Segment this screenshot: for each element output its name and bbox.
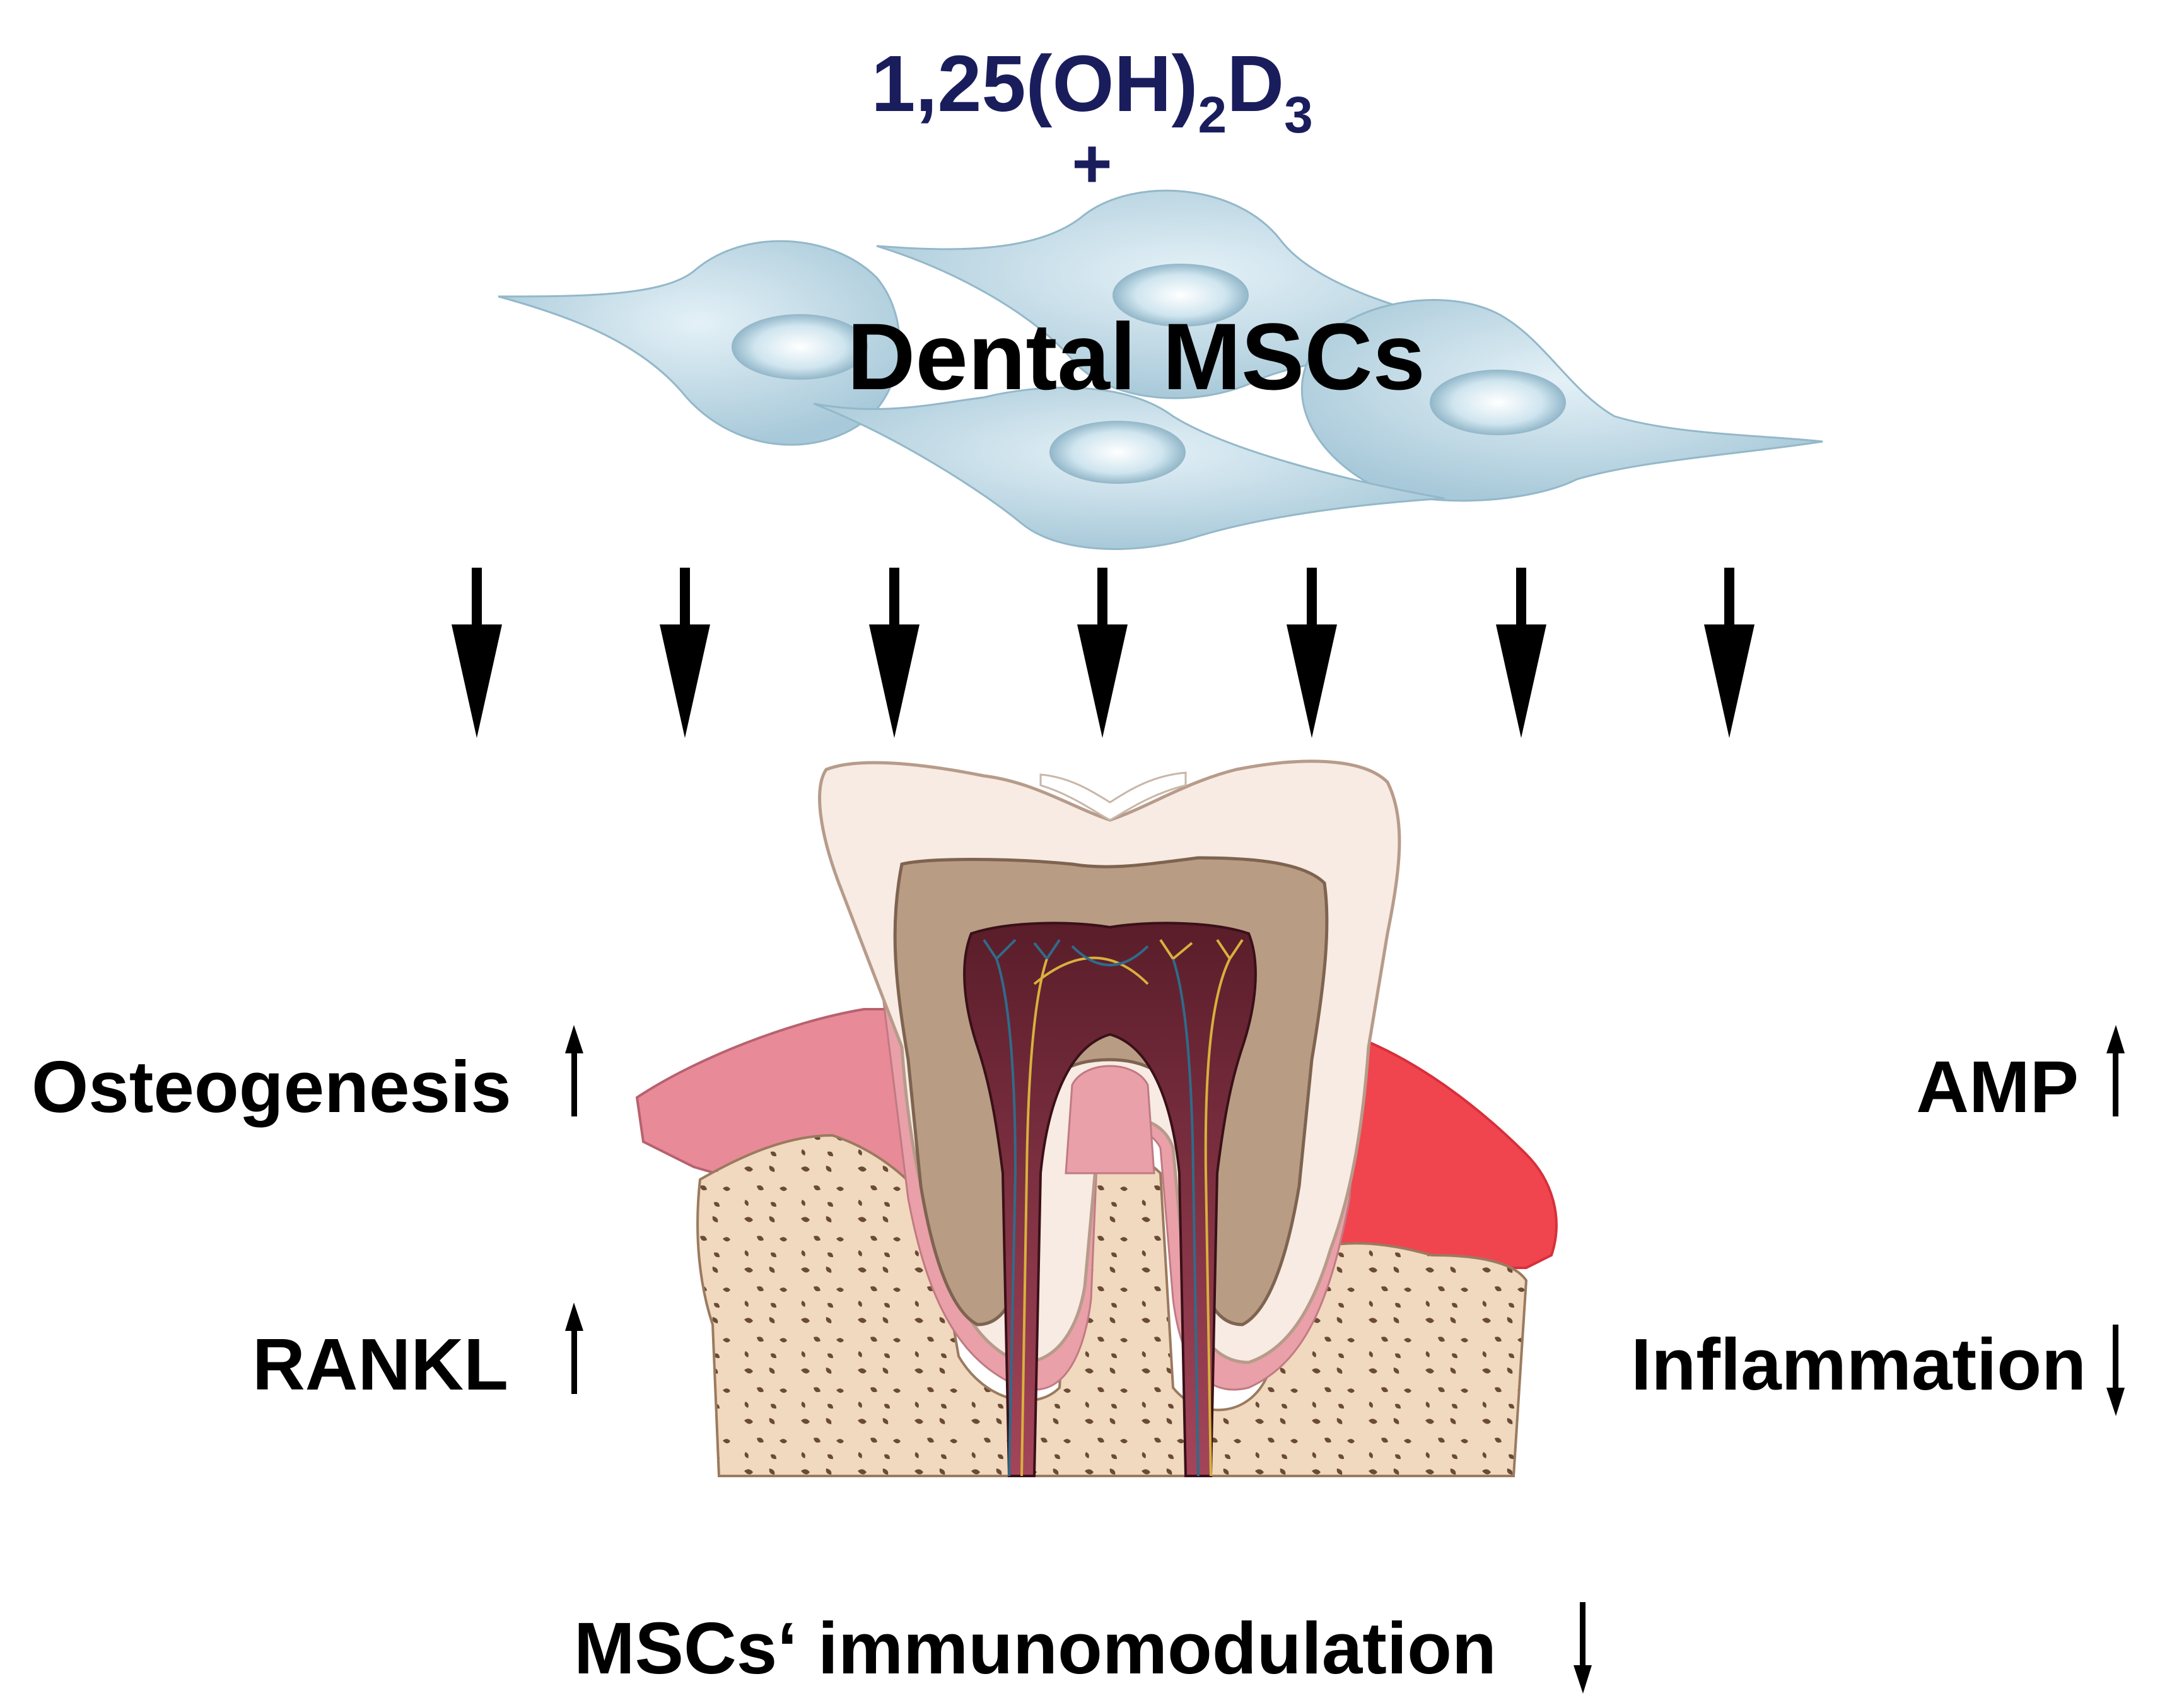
amp-label: AMP: [1916, 1046, 2079, 1128]
compound-subscript: 2: [1198, 86, 1227, 144]
nucleus: [1112, 264, 1249, 327]
compound-subscript: 3: [1284, 86, 1313, 144]
osteogenesis-label: Osteogenesis: [32, 1046, 511, 1128]
down-arrow: [660, 568, 710, 738]
amp-up-arrow: [2106, 1025, 2125, 1116]
inflammation-down-arrow: [2106, 1325, 2125, 1416]
effect-arrows: [452, 568, 1755, 738]
pulp-chamber: [963, 922, 1257, 1477]
down-arrow: [1287, 568, 1337, 738]
down-arrow: [1077, 568, 1128, 738]
effect-indicators: [565, 1025, 2125, 1694]
down-arrow: [1496, 568, 1546, 738]
alveolar-bone: [696, 1133, 1528, 1477]
inflammation-label: Inflammation: [1631, 1323, 2086, 1405]
nucleus: [732, 314, 868, 380]
cell-label: Dental MSCs: [847, 303, 1425, 409]
down-arrow: [452, 568, 502, 738]
occlusal-surface: [1039, 771, 1187, 821]
nucleus: [1430, 370, 1566, 435]
down-arrow: [869, 568, 920, 738]
compound-label: 1,25(OH)2D3: [0, 44, 2184, 141]
tooth-illustration: [635, 759, 1558, 1477]
nerves-vessels: [983, 939, 1244, 1477]
root-furcation: [1065, 1065, 1155, 1174]
compound-main: 1,25(OH): [871, 39, 1198, 128]
osteogenesis-up-arrow: [565, 1025, 583, 1116]
immunomodulation-down-arrow: [1574, 1602, 1592, 1694]
rankl-label: RANKL: [252, 1323, 508, 1405]
cell-cluster: [498, 189, 1823, 550]
compound-mid: D: [1227, 39, 1285, 128]
msc-cell-left: [498, 240, 901, 446]
plus-sign: +: [1072, 125, 1112, 202]
nucleus: [1049, 421, 1186, 484]
rankl-up-arrow: [565, 1303, 583, 1394]
down-arrow: [1704, 568, 1755, 738]
immunomodulation-label: MSCs‘ immunomodulation: [574, 1607, 1497, 1689]
